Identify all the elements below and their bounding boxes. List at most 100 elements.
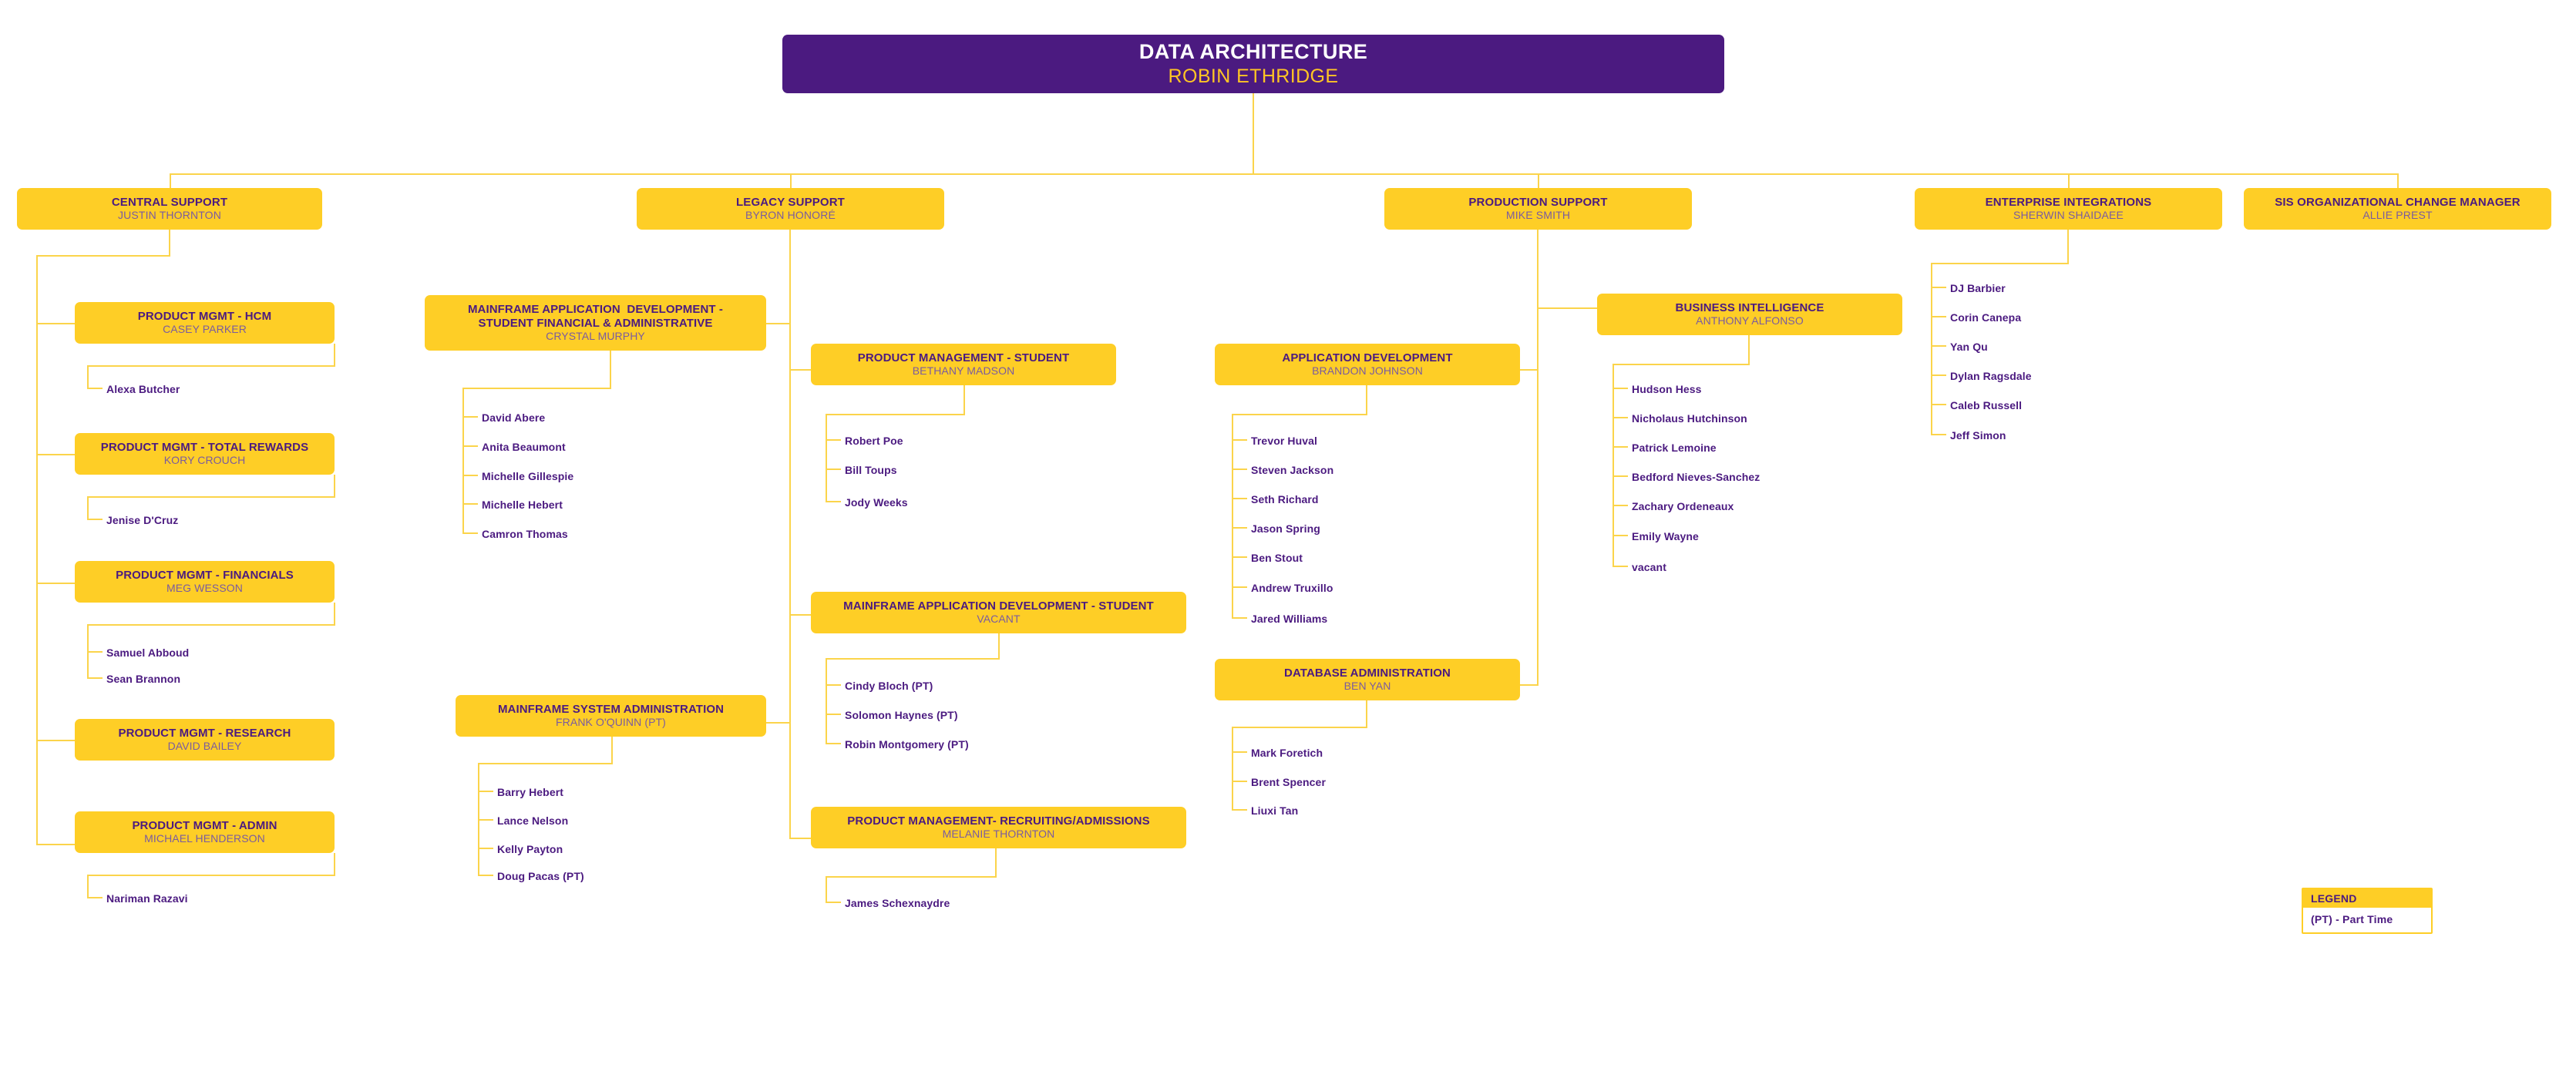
person-jason-spring[interactable]: Jason Spring	[1251, 522, 1320, 535]
person-caleb-russell[interactable]: Caleb Russell	[1950, 399, 2023, 411]
unit-business-intelligence[interactable]: BUSINESS INTELLIGENCE ANTHONY ALFONSO	[1597, 294, 1902, 335]
person-nariman-razavi[interactable]: Nariman Razavi	[106, 892, 188, 905]
connector-mfsa-stem	[611, 737, 613, 763]
division-enterprise-integrations[interactable]: ENTERPRISE INTEGRATIONS SHERWIN SHAIDAEE	[1915, 188, 2222, 230]
person-jenise-dcruz[interactable]: Jenise D'Cruz	[106, 514, 179, 526]
person-dj-barbier[interactable]: DJ Barbier	[1950, 282, 2006, 294]
unit-product-mgmt-hcm[interactable]: PRODUCT MGMT - HCM CASEY PARKER	[75, 302, 335, 344]
person-patrick-lemoine[interactable]: Patrick Lemoine	[1632, 442, 1717, 454]
unit-product-mgmt-total-rewards[interactable]: PRODUCT MGMT - TOTAL REWARDS KORY CROUCH	[75, 433, 335, 475]
unit-product-mgmt-financials-title: PRODUCT MGMT - FINANCIALS	[116, 568, 294, 582]
unit-product-management-recruiting-admissions[interactable]: PRODUCT MANAGEMENT- RECRUITING/ADMISSION…	[811, 807, 1186, 848]
person-liuxi-tan[interactable]: Liuxi Tan	[1251, 804, 1299, 817]
person-steven-jackson[interactable]: Steven Jackson	[1251, 464, 1334, 476]
connector-dba-stub-2	[1232, 781, 1247, 782]
connector-admin-stem	[334, 853, 335, 875]
person-dylan-ragsdale[interactable]: Dylan Ragsdale	[1950, 370, 2032, 382]
person-alexa-butcher[interactable]: Alexa Butcher	[106, 383, 180, 395]
unit-product-mgmt-financials[interactable]: PRODUCT MGMT - FINANCIALS MEG WESSON	[75, 561, 335, 603]
person-robert-poe[interactable]: Robert Poe	[845, 435, 903, 447]
connector-mfsa-stub-3	[478, 848, 493, 849]
unit-mainframe-app-dev-student[interactable]: MAINFRAME APPLICATION DEVELOPMENT - STUD…	[811, 592, 1186, 633]
unit-application-development-person: BRANDON JOHNSON	[1312, 364, 1423, 378]
unit-database-administration[interactable]: DATABASE ADMINISTRATION BEN YAN	[1215, 659, 1520, 700]
person-bill-toups[interactable]: Bill Toups	[845, 464, 897, 476]
connector-ei-spine	[1931, 263, 1932, 434]
unit-mainframe-app-dev-student-financial[interactable]: MAINFRAME APPLICATION DEVELOPMENT - STUD…	[425, 295, 766, 351]
connector-rewards-stub-1	[87, 519, 103, 520]
connector-admin-spine	[87, 875, 89, 897]
connector-appdev-stub-3	[1232, 498, 1247, 499]
person-camron-thomas[interactable]: Camron Thomas	[482, 528, 568, 540]
legend-header: LEGEND	[2303, 889, 2431, 908]
division-production-support-person: MIKE SMITH	[1505, 209, 1571, 222]
person-jared-williams[interactable]: Jared Williams	[1251, 613, 1328, 625]
connector-mfadsf-stub-1	[462, 416, 478, 418]
unit-product-mgmt-hcm-title: PRODUCT MGMT - HCM	[137, 309, 272, 323]
person-robin-montgomery[interactable]: Robin Montgomery (PT)	[845, 738, 969, 751]
root-node-data-architecture[interactable]: DATA ARCHITECTURE ROBIN ETHRIDGE	[782, 35, 1724, 93]
person-michelle-hebert[interactable]: Michelle Hebert	[482, 499, 563, 511]
division-legacy-support-title: LEGACY SUPPORT	[735, 195, 845, 209]
person-jeff-simon[interactable]: Jeff Simon	[1950, 429, 2006, 442]
division-legacy-support[interactable]: LEGACY SUPPORT BYRON HONORÉ	[637, 188, 944, 230]
division-production-support[interactable]: PRODUCTION SUPPORT MIKE SMITH	[1384, 188, 1692, 230]
connector-mfads-stub-2	[826, 714, 841, 715]
person-yan-qu[interactable]: Yan Qu	[1950, 341, 1988, 353]
person-james-schexnaydre[interactable]: James Schexnaydre	[845, 897, 950, 909]
connector-bi-stem	[1748, 335, 1750, 364]
person-corin-canepa[interactable]: Corin Canepa	[1950, 311, 2022, 324]
person-david-abere[interactable]: David Abere	[482, 411, 546, 424]
person-emily-wayne[interactable]: Emily Wayne	[1632, 530, 1699, 542]
unit-mainframe-system-administration[interactable]: MAINFRAME SYSTEM ADMINISTRATION FRANK O'…	[456, 695, 766, 737]
connector-pms-spine	[826, 414, 827, 501]
person-barry-hebert[interactable]: Barry Hebert	[497, 786, 564, 798]
person-bi-vacant[interactable]: vacant	[1632, 561, 1666, 573]
connector-financials-elbow	[87, 624, 335, 626]
person-doug-pacas[interactable]: Doug Pacas (PT)	[497, 870, 584, 882]
person-solomon-haynes[interactable]: Solomon Haynes (PT)	[845, 709, 958, 721]
unit-product-mgmt-research[interactable]: PRODUCT MGMT - RESEARCH DAVID BAILEY	[75, 719, 335, 761]
person-brent-spencer[interactable]: Brent Spencer	[1251, 776, 1326, 788]
unit-product-management-student[interactable]: PRODUCT MANAGEMENT - STUDENT BETHANY MAD…	[811, 344, 1116, 385]
unit-product-mgmt-research-person: DAVID BAILEY	[167, 740, 242, 753]
person-kelly-payton[interactable]: Kelly Payton	[497, 843, 563, 855]
person-hudson-hess[interactable]: Hudson Hess	[1632, 383, 1702, 395]
connector-financials-stub-2	[87, 677, 103, 679]
unit-product-mgmt-total-rewards-title: PRODUCT MGMT - TOTAL REWARDS	[100, 440, 309, 454]
division-sis-change-manager-title: SIS ORGANIZATIONAL CHANGE MANAGER	[2275, 195, 2521, 209]
division-central-support[interactable]: CENTRAL SUPPORT JUSTIN THORNTON	[17, 188, 322, 230]
connector-legacy-stub-2	[766, 722, 791, 724]
connector-root-stem	[1253, 93, 1254, 173]
person-trevor-huval[interactable]: Trevor Huval	[1251, 435, 1318, 447]
connector-central-stub-1	[36, 323, 75, 324]
division-sis-organizational-change-manager[interactable]: SIS ORGANIZATIONAL CHANGE MANAGER ALLIE …	[2244, 188, 2551, 230]
person-bedford-nieves-sanchez[interactable]: Bedford Nieves-Sanchez	[1632, 471, 1760, 483]
person-mark-foretich[interactable]: Mark Foretich	[1251, 747, 1323, 759]
connector-pms-stub-3	[826, 501, 841, 502]
person-michelle-gillespie[interactable]: Michelle Gillespie	[482, 470, 574, 482]
person-samuel-abboud[interactable]: Samuel Abboud	[106, 646, 190, 659]
root-title: DATA ARCHITECTURE	[1138, 40, 1368, 64]
connector-mfads-stem	[998, 633, 1000, 658]
connector-mfsa-stub-2	[478, 819, 493, 821]
connector-ei-stub-6	[1931, 434, 1946, 435]
unit-application-development[interactable]: APPLICATION DEVELOPMENT BRANDON JOHNSON	[1215, 344, 1520, 385]
connector-hcm-stub-1	[87, 388, 103, 389]
person-ben-stout[interactable]: Ben Stout	[1251, 552, 1303, 564]
person-lance-nelson[interactable]: Lance Nelson	[497, 814, 569, 827]
unit-product-mgmt-financials-person: MEG WESSON	[166, 582, 243, 595]
unit-product-management-recruiting-admissions-person: MELANIE THORNTON	[942, 828, 1055, 841]
person-andrew-truxillo[interactable]: Andrew Truxillo	[1251, 582, 1333, 594]
connector-mfadsf-stub-4	[462, 503, 478, 505]
person-cindy-bloch[interactable]: Cindy Bloch (PT)	[845, 680, 933, 692]
person-anita-beaumont[interactable]: Anita Beaumont	[482, 441, 566, 453]
connector-rewards-stem	[334, 475, 335, 496]
person-sean-brannon[interactable]: Sean Brannon	[106, 673, 181, 685]
person-seth-richard[interactable]: Seth Richard	[1251, 493, 1319, 505]
person-nicholaus-hutchinson[interactable]: Nicholaus Hutchinson	[1632, 412, 1747, 425]
person-zachary-ordeneaux[interactable]: Zachary Ordeneaux	[1632, 500, 1734, 512]
unit-product-mgmt-admin[interactable]: PRODUCT MGMT - ADMIN MICHAEL HENDERSON	[75, 811, 335, 853]
person-jody-weeks[interactable]: Jody Weeks	[845, 496, 908, 509]
